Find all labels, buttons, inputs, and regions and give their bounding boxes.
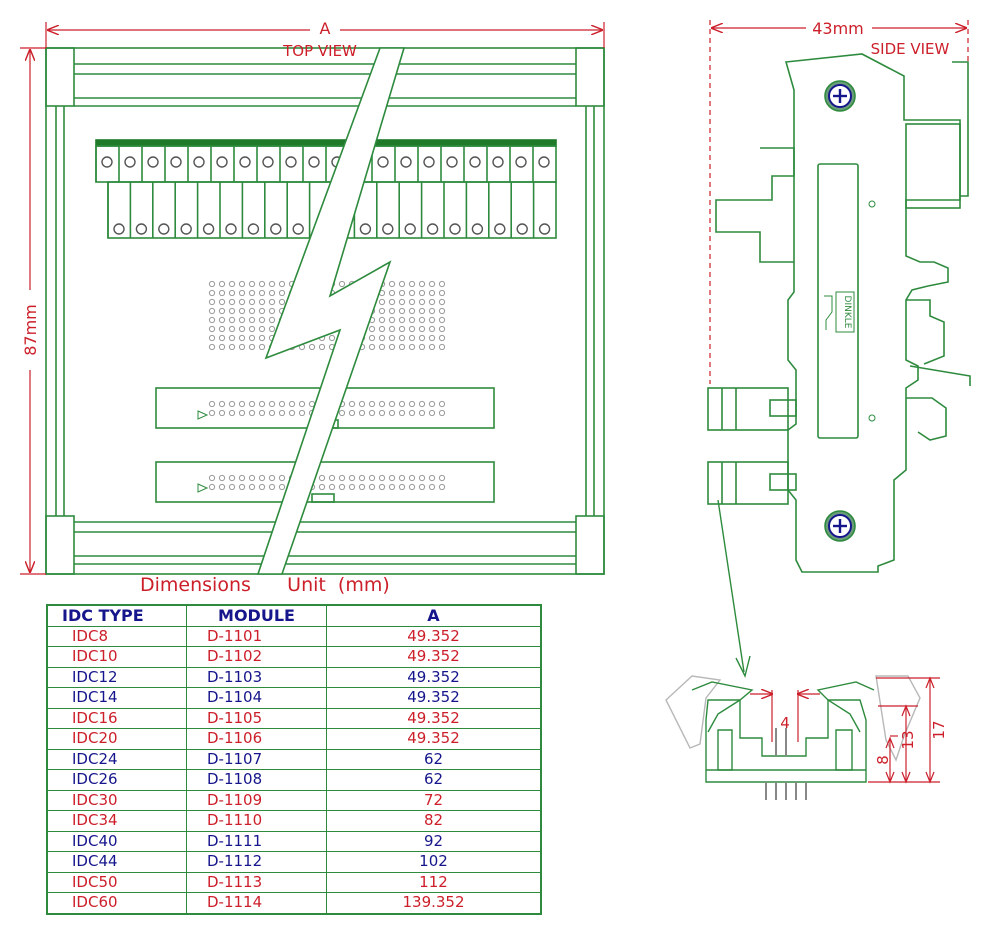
cell-a: 49.352 bbox=[326, 707, 542, 729]
height-13-label: 13 bbox=[899, 730, 917, 749]
cell-module: D-1114 bbox=[186, 892, 327, 914]
gap-4-label: 4 bbox=[780, 714, 790, 732]
cell-module: D-1104 bbox=[186, 687, 327, 709]
header-a: A bbox=[326, 604, 542, 627]
cell-type: IDC34 bbox=[46, 810, 187, 832]
top-view bbox=[45, 47, 605, 575]
header-module: MODULE bbox=[186, 604, 327, 627]
cell-type: IDC10 bbox=[46, 646, 187, 668]
cell-a: 72 bbox=[326, 789, 542, 811]
cell-module: D-1103 bbox=[186, 666, 327, 688]
width-a-label: A bbox=[320, 19, 331, 38]
cell-type: IDC60 bbox=[46, 892, 187, 914]
height-17-label: 17 bbox=[930, 720, 948, 739]
cell-type: IDC50 bbox=[46, 871, 187, 893]
height-8-label: 8 bbox=[874, 755, 892, 765]
cell-module: D-1107 bbox=[186, 748, 327, 770]
connector-detail bbox=[665, 675, 921, 800]
cell-a: 49.352 bbox=[326, 666, 542, 688]
side-view bbox=[707, 53, 971, 573]
cell-module: D-1102 bbox=[186, 646, 327, 668]
side-width-label: 43mm bbox=[812, 19, 864, 38]
cell-module: D-1108 bbox=[186, 769, 327, 791]
cell-type: IDC16 bbox=[46, 707, 187, 729]
top-view-title: TOP VIEW bbox=[282, 42, 357, 60]
cell-a: 82 bbox=[326, 810, 542, 832]
cell-a: 49.352 bbox=[326, 687, 542, 709]
din-housing bbox=[784, 53, 961, 573]
header-idc-type: IDC TYPE bbox=[46, 604, 187, 627]
cell-a: 102 bbox=[326, 851, 542, 873]
cell-type: IDC14 bbox=[46, 687, 187, 709]
break-symbol bbox=[256, 47, 406, 575]
cell-module: D-1110 bbox=[186, 810, 327, 832]
cell-module: D-1113 bbox=[186, 871, 327, 893]
cell-type: IDC40 bbox=[46, 830, 187, 852]
side-view-dimensions bbox=[709, 20, 969, 384]
idc-header-2 bbox=[155, 461, 495, 503]
cell-a: 62 bbox=[326, 769, 542, 791]
cell-type: IDC20 bbox=[46, 728, 187, 750]
caption-title: Dimensions bbox=[140, 574, 251, 596]
table-header-row: IDC TYPE MODULE A bbox=[46, 604, 542, 627]
side-pcb bbox=[817, 163, 859, 439]
caption-unit: Unit (mm) bbox=[287, 574, 390, 596]
cell-a: 139.352 bbox=[326, 892, 542, 914]
cell-a: 49.352 bbox=[326, 728, 542, 750]
detail-dimensions bbox=[750, 676, 940, 784]
top-view-dimensions bbox=[20, 22, 605, 575]
cell-a: 92 bbox=[326, 830, 542, 852]
height-87-label: 87mm bbox=[21, 304, 40, 356]
cell-a: 62 bbox=[326, 748, 542, 770]
cell-type: IDC44 bbox=[46, 851, 187, 873]
detail-leader bbox=[717, 499, 745, 673]
cell-type: IDC26 bbox=[46, 769, 187, 791]
cell-module: D-1106 bbox=[186, 728, 327, 750]
cell-module: D-1111 bbox=[186, 830, 327, 852]
cell-type: IDC12 bbox=[46, 666, 187, 688]
top-view-outline bbox=[45, 47, 605, 575]
dinkle-logo: DINKLE bbox=[842, 296, 852, 329]
cell-type: IDC8 bbox=[46, 625, 187, 647]
cell-type: IDC30 bbox=[46, 789, 187, 811]
cell-a: 49.352 bbox=[326, 646, 542, 668]
cell-module: D-1101 bbox=[186, 625, 327, 647]
cell-a: 49.352 bbox=[326, 625, 542, 647]
cell-type: IDC24 bbox=[46, 748, 187, 770]
side-view-title: SIDE VIEW bbox=[871, 40, 950, 58]
cell-module: D-1109 bbox=[186, 789, 327, 811]
dimensions-caption: Dimensions Unit (mm) bbox=[140, 574, 390, 596]
cell-a: 112 bbox=[326, 871, 542, 893]
cell-module: D-1105 bbox=[186, 707, 327, 729]
cell-module: D-1112 bbox=[186, 851, 327, 873]
